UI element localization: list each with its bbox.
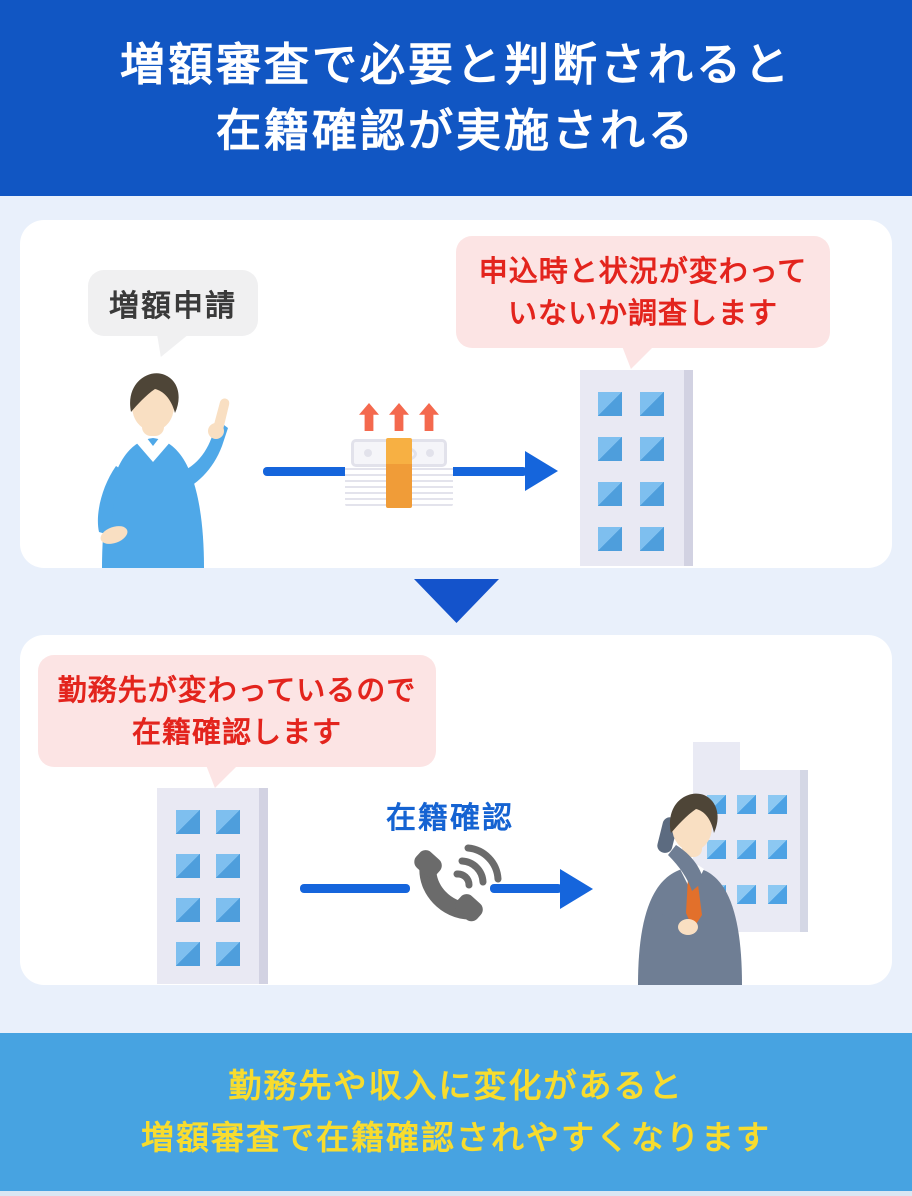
footer-banner: 勤務先や収入に変化があると 増額審査で在籍確認されやすくなります [0,1033,912,1191]
money-stack-icon [340,403,458,508]
building-window [640,392,664,416]
building-window [598,527,622,551]
banknote-stack [345,438,453,508]
up-arrow-icon [419,403,439,431]
speech-bubble-tail [622,346,654,369]
building-window [737,885,756,904]
panel-increase-application: 増額申請 申込時と状況が変わって いないか調査します [20,220,892,568]
applicant-speech-bubble: 増額申請 [88,270,258,357]
money-band [386,438,412,508]
header-banner: 増額審査で必要と判断されると 在籍確認が実施される [0,0,912,196]
banknote-dot [426,449,434,457]
header-title-line1: 増額審査で必要と判断されると [119,38,792,91]
building-window [176,810,200,834]
banknote-dot [364,449,372,457]
workplace-bubble-line2: 在籍確認します [131,715,342,749]
building-window [768,885,787,904]
workplace-speech-bubble: 勤務先が変わっているので 在籍確認します [38,655,436,788]
building-window [216,942,240,966]
building-window [216,854,240,878]
building-window [176,942,200,966]
building-window [707,840,726,859]
speech-bubble-tail [206,765,238,788]
building-shadow-edge [684,370,693,566]
building-window [176,854,200,878]
review-bubble-line2: いないか調査します [507,296,778,330]
speech-bubble-tail [157,334,189,357]
building-window [737,840,756,859]
footer-line1: 勤務先や収入に変化があると [228,1066,684,1105]
down-triangle-icon [414,579,499,623]
person-pointing-icon [97,373,230,568]
building-window [598,437,622,461]
building-window [216,898,240,922]
office-building-icon [157,788,268,984]
building-window [640,527,664,551]
building-shadow-edge [259,788,268,984]
workplace-bubble-line1: 勤務先が変わっているので [57,673,417,707]
review-bubble-line1: 申込時と状況が変わって [478,254,808,288]
flow-arrow-shaft [490,884,562,893]
building-window [176,898,200,922]
building-window [640,482,664,506]
phone-call-icon [414,844,502,922]
building-window [768,795,787,814]
bottom-strip [0,1191,912,1196]
building-window [216,810,240,834]
header-title-line2: 在籍確認が実施される [215,104,696,157]
review-speech-bubble: 申込時と状況が変わって いないか調査します [456,236,830,369]
flow-arrow-head [525,451,558,491]
footer-line2: 増額審査で在籍確認されやすくなります [141,1118,771,1157]
growth-arrows [340,403,458,431]
up-arrow-icon [389,403,409,431]
flow-arrow-head [560,869,593,909]
building-window [598,392,622,416]
flow-label: 在籍確認 [386,801,514,836]
up-arrow-icon [359,403,379,431]
building-window [768,840,787,859]
applicant-bubble-text: 増額申請 [109,289,237,324]
panel-employment-verification: 勤務先が変わっているので 在籍確認します 在籍確認 [20,635,892,985]
building-window [737,795,756,814]
building-window [640,437,664,461]
businessman-on-phone-icon [638,793,742,985]
building-window [598,482,622,506]
office-building-icon [580,370,693,566]
flow-arrow-shaft [300,884,410,893]
building-shadow-edge [800,770,808,932]
